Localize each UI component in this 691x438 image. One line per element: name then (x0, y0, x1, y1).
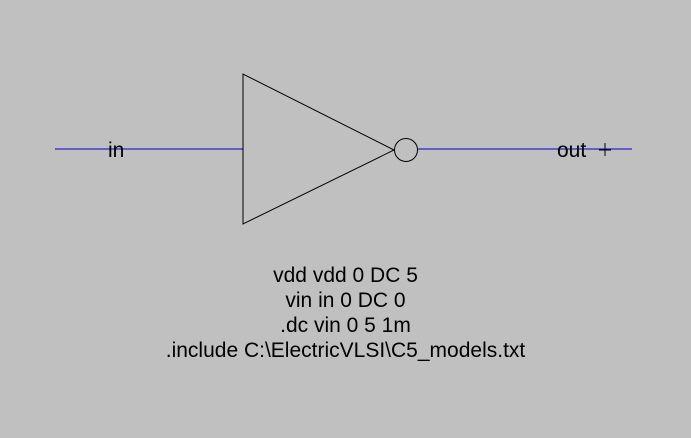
spice-line-vdd: vdd vdd 0 DC 5 (273, 264, 418, 287)
spice-line-vin: vin in 0 DC 0 (285, 289, 406, 312)
output-export-marker (599, 143, 611, 156)
input-port-label: in (108, 139, 125, 162)
spice-line-include: .include C:\ElectricVLSI\C5_models.txt (165, 339, 526, 362)
spice-code-block[interactable]: vdd vdd 0 DC 5 vin in 0 DC 0 .dc vin 0 5… (0, 263, 691, 363)
output-port-label: out (557, 139, 587, 162)
spice-line-dc-sweep: .dc vin 0 5 1m (280, 314, 411, 337)
inverter-triangle[interactable] (242, 73, 396, 225)
inversion-bubble[interactable] (394, 138, 418, 162)
